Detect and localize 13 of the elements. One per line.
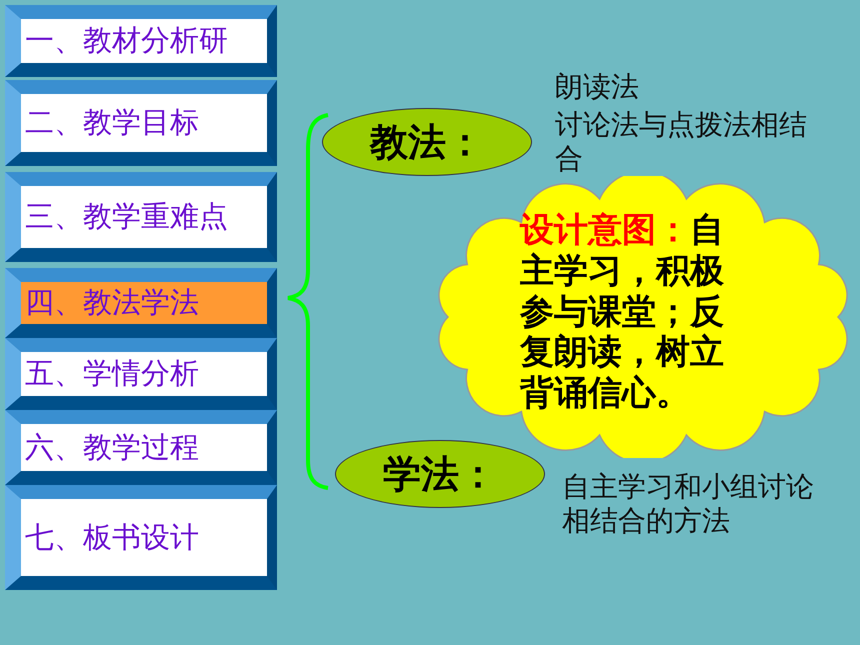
- method-text: 讨论法与点拨法相结合: [555, 108, 808, 176]
- method-text: 自主学习和小组讨论相结合的方法: [562, 470, 815, 538]
- menu-box: 二、教学目标: [5, 80, 277, 166]
- menu-box: 六、教学过程: [5, 410, 277, 485]
- active-menu-box: 四、教法学法: [5, 268, 277, 338]
- menu-box: 三、教学重难点: [5, 172, 277, 262]
- method-text: 朗读法: [555, 70, 640, 104]
- menu-box: 一、教材分析研: [5, 5, 277, 77]
- ellipse-label: 教法：: [322, 108, 532, 176]
- ellipse-label: 学法：: [335, 440, 545, 508]
- menu-box: 七、板书设计: [5, 485, 277, 590]
- menu-box: 五、学情分析: [5, 338, 277, 410]
- callout-text: 设计意图：自主学习，积极参与课堂；反复朗读，树立背诵信心。: [520, 210, 725, 414]
